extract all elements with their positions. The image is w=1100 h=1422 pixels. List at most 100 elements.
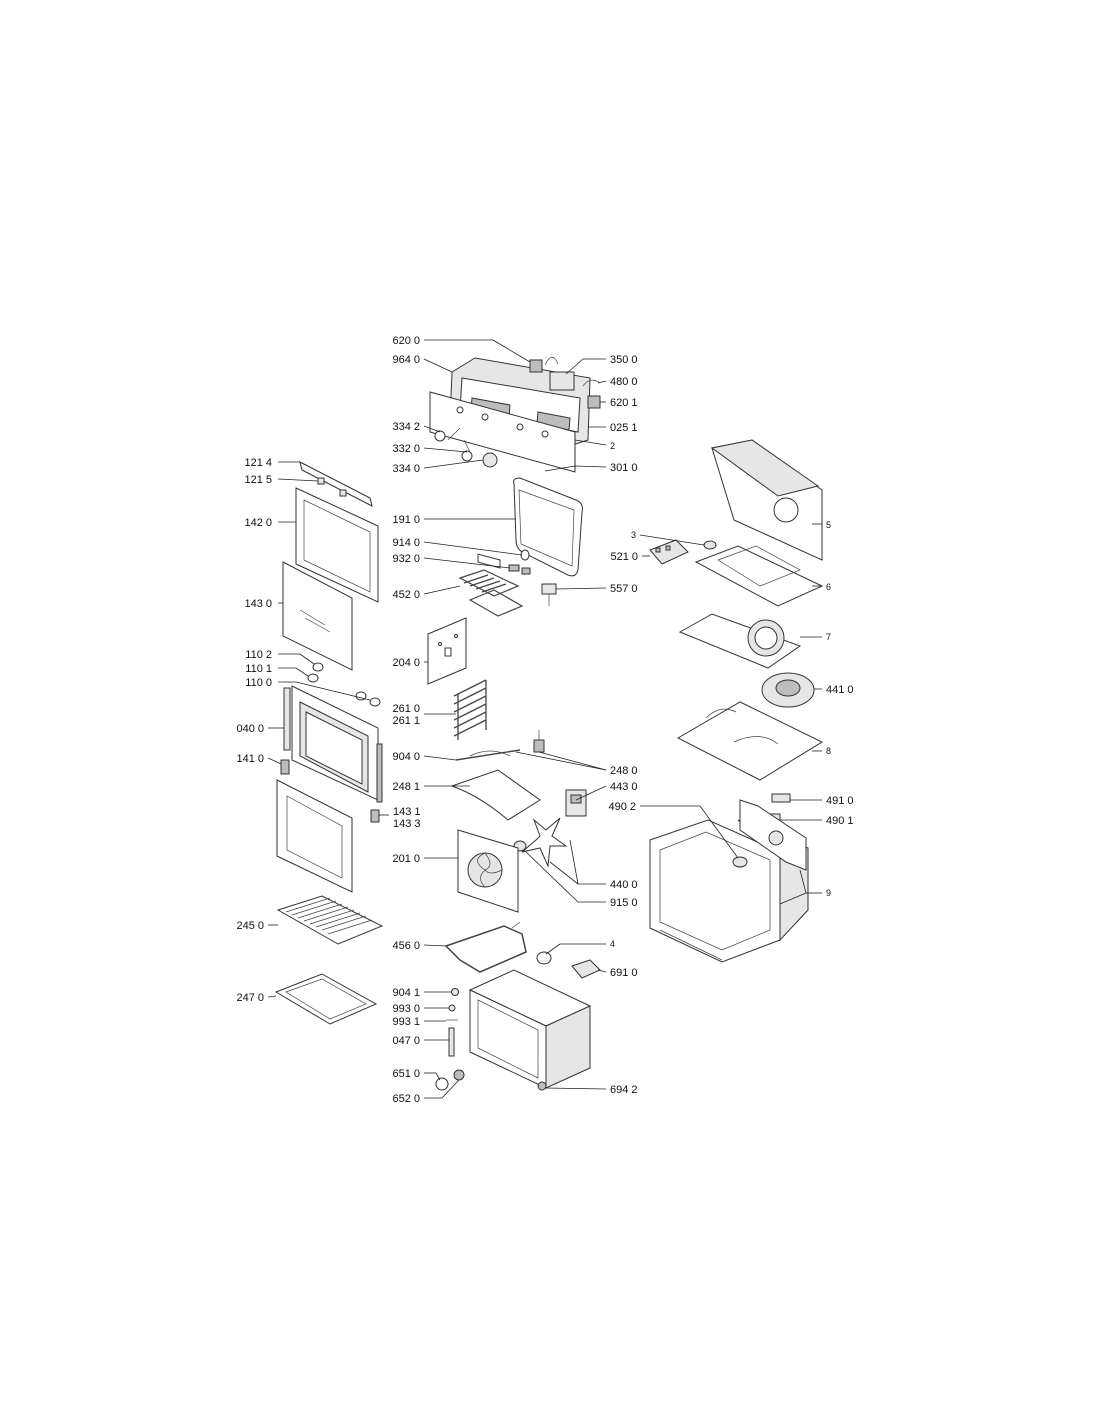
element-terminal — [511, 921, 521, 929]
rivet — [454, 634, 458, 638]
knob-main — [482, 452, 498, 468]
part-label: 4 — [610, 939, 615, 949]
part-label: 334 2 — [392, 421, 420, 433]
part-label: 7 — [826, 632, 831, 642]
leader-lines — [267, 339, 822, 1099]
inner-door-opening — [286, 795, 343, 879]
part-label: 441 0 — [826, 684, 854, 696]
side-runners — [453, 679, 487, 740]
part-label: 247 0 — [236, 992, 264, 1004]
part-label: 191 0 — [392, 514, 420, 526]
grommet-3 — [703, 540, 717, 550]
part-label: 143 0 — [244, 598, 272, 610]
door-side-profile — [283, 687, 291, 751]
lamp-holder — [508, 564, 520, 572]
part-labels: 620 0 964 0 350 0 480 0 620 1 334 2 025 … — [236, 335, 853, 1105]
part-label: 110 2 — [245, 649, 272, 661]
part-label: 9 — [826, 888, 831, 898]
part-label: 350 0 — [610, 354, 638, 366]
knob-spindle — [453, 1069, 465, 1081]
part-label: 491 0 — [826, 795, 854, 807]
part-label: 110 0 — [245, 677, 272, 689]
cabinet-inner — [659, 831, 771, 951]
oven-cavity-opening — [477, 999, 539, 1079]
part-label: 915 0 — [610, 897, 638, 909]
cooling-duct-plate — [676, 701, 824, 781]
part-label: 248 0 — [610, 765, 638, 777]
part-label: 557 0 — [610, 583, 638, 595]
control-board — [649, 539, 689, 565]
part-label: 932 0 — [392, 553, 420, 565]
part-label: 047 0 — [392, 1035, 420, 1047]
knob-shaft — [447, 427, 461, 441]
probe-socket — [533, 739, 545, 753]
glass-reflection — [299, 609, 326, 626]
inner-door-glass — [282, 561, 353, 671]
part-label: 480 0 — [610, 376, 638, 388]
part-label: 904 0 — [392, 751, 420, 763]
front-fascia — [429, 391, 576, 473]
part-label: 142 0 — [244, 517, 272, 529]
part-label: 651 0 — [392, 1068, 420, 1080]
lamp-holder — [521, 567, 531, 575]
part-label: 204 0 — [392, 657, 420, 669]
oven-cavity-side — [545, 1005, 591, 1089]
part-label: 201 0 — [392, 853, 420, 865]
part-label: 620 1 — [610, 397, 638, 409]
fan-blade — [521, 817, 568, 868]
part-label: 490 2 — [608, 801, 636, 813]
lamp-cover — [520, 549, 530, 561]
part-label: 301 0 — [610, 462, 638, 474]
part-label: 694 2 — [610, 1084, 638, 1096]
glass-inner-edge — [303, 499, 371, 593]
knob-small — [434, 430, 446, 442]
wire — [544, 356, 559, 366]
part-label: 143 3 — [393, 818, 421, 830]
wire — [582, 379, 601, 387]
part-label: 334 0 — [392, 463, 420, 475]
shelf-wires — [285, 897, 373, 935]
rear-panel-hole — [773, 497, 799, 523]
part-label: 620 0 — [392, 335, 420, 347]
door-hinge — [280, 759, 290, 775]
part-label: 691 0 — [610, 967, 638, 979]
duct-shape — [705, 708, 779, 745]
hinge-disc — [312, 662, 324, 672]
hinge-disc — [307, 673, 319, 683]
part-label: 904 1 — [392, 987, 420, 999]
cooling-fan-hub — [775, 679, 801, 697]
part-label: 121 4 — [244, 457, 272, 469]
meat-probe-loop — [469, 750, 511, 757]
board-component — [665, 545, 671, 551]
fan-grille-vanes — [477, 852, 503, 888]
part-label: 143 1 — [393, 806, 421, 818]
door-group — [274, 461, 384, 1025]
part-label: 3 — [631, 530, 636, 540]
fan-motor-coil — [570, 794, 582, 804]
knob-small — [461, 450, 473, 462]
rear-panel-top — [710, 439, 820, 497]
part-label: 452 0 — [392, 589, 420, 601]
tray-inner — [285, 978, 367, 1020]
glass-reflection — [304, 617, 331, 633]
part-label: 964 0 — [392, 354, 420, 366]
part-label: 5 — [826, 520, 831, 530]
door-side-profile-right — [376, 743, 383, 803]
part-label: 6 — [826, 582, 831, 592]
part-label: 261 0 — [392, 703, 420, 715]
cabinet-grommet — [732, 856, 748, 868]
fascia-hole — [541, 430, 549, 438]
fascia-display — [477, 553, 501, 569]
rivet — [438, 642, 442, 646]
fan-housing-hole — [754, 626, 778, 650]
panel-slot — [444, 647, 452, 657]
part-label: 993 0 — [392, 1003, 420, 1015]
switch-module — [529, 359, 543, 373]
door-seal-inner — [518, 489, 575, 567]
door-lock — [571, 959, 601, 979]
thermostat — [541, 583, 557, 595]
door-seal — [513, 477, 583, 577]
part-label: 652 0 — [392, 1093, 420, 1105]
fascia-hole — [516, 423, 524, 431]
